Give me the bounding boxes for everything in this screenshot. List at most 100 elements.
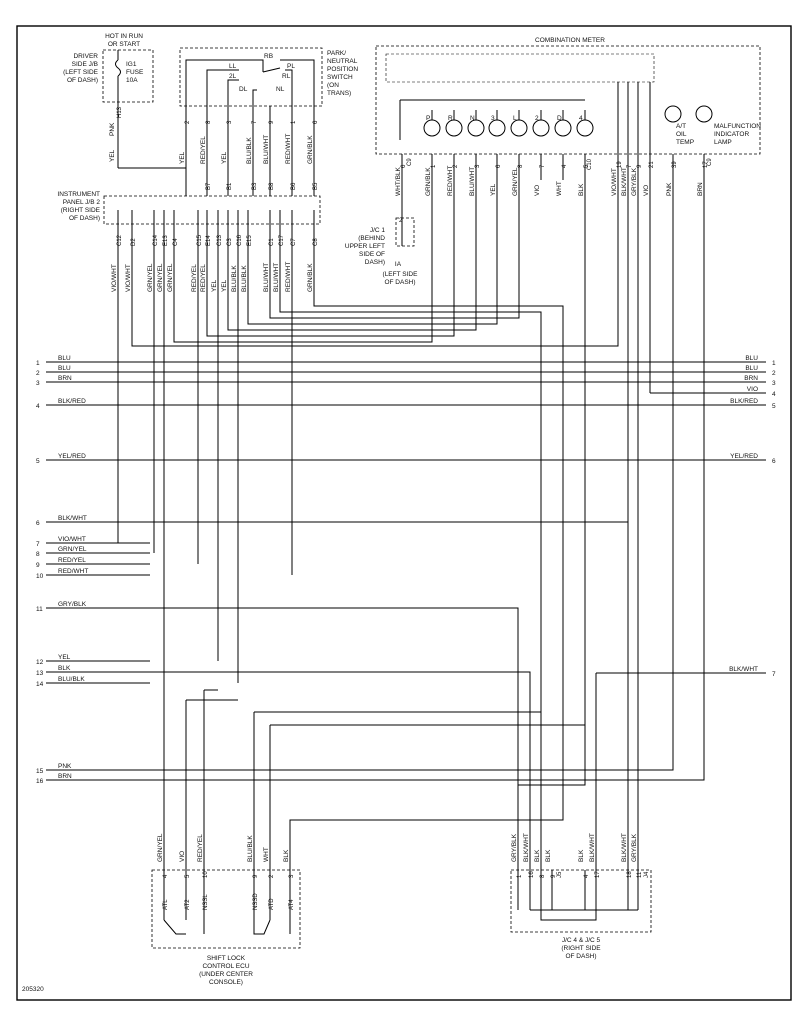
meter-pin: 6 (401, 164, 407, 168)
ecu-pin: 3 (289, 874, 295, 878)
jb2-bottom-pin: C14 (153, 234, 159, 246)
pnp-pin-3: 3 (227, 120, 233, 124)
meter-pin: 1 (431, 164, 437, 168)
jc45-pin: 11 (637, 871, 643, 878)
bus-left-wire: BLU (58, 365, 71, 372)
jb2-wire-label: BLU/BLK (231, 265, 238, 292)
bus-right-num: 1 (772, 360, 776, 367)
jb2-bottom-pin: E13 (163, 235, 169, 246)
jb2-bottom-pin: C1 (269, 238, 275, 246)
meter-wire-label: YEL (490, 183, 497, 196)
svg-text:LAMP: LAMP (714, 139, 732, 146)
svg-text:SWITCH: SWITCH (327, 74, 353, 81)
meter-wire-label: WHT (556, 181, 563, 196)
ecu-wire-label: VIO (179, 851, 186, 862)
jb2-top-pin: B5 (313, 182, 319, 190)
jb2-wire-label: GRN/YEL (157, 263, 164, 292)
ecu-pin: 2 (269, 874, 275, 878)
bus-left-wire: GRY/BLK (58, 601, 87, 608)
jb2-bottom-pin: D2 (131, 238, 137, 246)
pnp-wire-label: BLU/BLK (246, 137, 253, 164)
meter-conn-c9a: C9 (407, 158, 413, 166)
bus-left-num: 2 (36, 370, 40, 377)
jb2-wire-label: GRN/BLK (307, 263, 314, 292)
pnp-switch-pins: 2YEL8RED/YEL3YEL7BLU/BLK9BLU/WHT1RED/WHT… (179, 106, 319, 196)
svg-text:PL: PL (287, 63, 295, 70)
svg-text:(LEFT SIDE: (LEFT SIDE (383, 271, 419, 278)
pnp-switch-box (179, 47, 323, 107)
jb2-wire-label: RED/YEL (200, 264, 207, 292)
svg-text:(UNDER CENTER: (UNDER CENTER (199, 971, 253, 978)
bus-left-num: 3 (36, 380, 40, 387)
driver-jb-label-3: (LEFT SIDE (63, 69, 99, 76)
pnp-wire-label: RED/WHT (285, 134, 292, 164)
fuse-name: IG1 (126, 61, 137, 68)
jc45-conn-j4: J4 (644, 871, 650, 878)
indicator-lamp (445, 119, 463, 137)
jb2-wire-label: RED/YEL (191, 264, 198, 292)
svg-text:J/C 1: J/C 1 (370, 227, 386, 234)
ecu-terminal: AT4 (289, 899, 295, 910)
shift-lock-ecu-box (151, 869, 301, 949)
jb2-wire-label: YEL (211, 279, 218, 292)
jb2-bottom-pin: E14 (206, 235, 212, 246)
ecu-wire-label: RED/YEL (197, 834, 204, 862)
meter-wire-label: RED/WHT (447, 166, 454, 196)
ecu-pin: 5 (185, 874, 191, 878)
indicator-label: N (470, 115, 475, 122)
ecu-wire-label: GRN/YEL (157, 833, 164, 862)
bus-left-wire: GRN/YEL (58, 546, 87, 553)
meter-pin: 4 (562, 164, 568, 168)
indicator-label: D (557, 115, 562, 122)
svg-text:2L: 2L (229, 73, 237, 80)
jb2-top-pin: B8 (269, 182, 275, 190)
jb2-bottom-pin: C7 (291, 238, 297, 246)
jb2-bottom-pin: C4 (173, 238, 179, 246)
svg-text:OF DASH): OF DASH) (565, 953, 596, 960)
bus-right-wire: BLU (745, 355, 758, 362)
indicator-lamp (488, 119, 506, 137)
indicator-label: P (426, 115, 430, 122)
jc45-wire-label: BLK (578, 849, 585, 862)
fuse-rating: 10A (126, 77, 138, 84)
ecu-wire-label: BLU/BLK (247, 835, 254, 862)
jc45-pin: 8 (540, 874, 546, 878)
bus-left-wire: RED/WHT (58, 568, 88, 575)
svg-text:LL: LL (229, 63, 237, 70)
indicator-label: 4 (579, 115, 583, 122)
wire-trace (227, 180, 477, 331)
ecu-terminal: ATD (269, 898, 275, 910)
bus-left-wire: BLU/BLK (58, 676, 85, 683)
bus-right-num: 5 (772, 403, 776, 410)
fuse-symbol (115, 59, 121, 77)
jc45-pin: 16 (529, 871, 535, 878)
bus-left-wire: BRN (58, 773, 72, 780)
jb2-wire-label: YEL (221, 279, 228, 292)
ecu-wire-label: BLK (283, 849, 290, 862)
svg-text:OF DASH): OF DASH) (384, 279, 415, 286)
svg-text:OIL: OIL (676, 131, 687, 138)
meter-pin: 39 (672, 161, 678, 168)
meter-pin: 21 (649, 161, 655, 168)
pnp-wire-label: GRN/BLK (307, 135, 314, 164)
meter-pin: 7 (627, 164, 633, 168)
jc1-label: J/C 1 (BEHIND UPPER LEFT SIDE OF DASH) I… (345, 227, 418, 286)
bus-left-wire: BLK (58, 665, 71, 672)
driver-jb-label-1: DRIVER (73, 53, 98, 60)
jc45-wire-label: GRY/BLK (631, 833, 638, 862)
jc45-pin: 4 (584, 874, 590, 878)
bus-left-num: 8 (36, 551, 40, 558)
jb2-bottom-pin: E15 (247, 235, 253, 246)
jb2-wire-label: GRN/YEL (167, 263, 174, 292)
bus-right-wire: BLU (745, 365, 758, 372)
bus-right-wire: YEL/RED (730, 453, 758, 460)
driver-jb-label-2: SIDE J/B (72, 61, 98, 68)
jc45-box (510, 869, 652, 933)
meter-pin: 3 (475, 164, 481, 168)
bus-left-num: 11 (36, 606, 43, 613)
jc45-conn-j5: J5 (557, 871, 563, 878)
driver-jb-box: IG1 FUSE 10A (102, 49, 154, 103)
svg-text:TEMP: TEMP (676, 139, 694, 146)
svg-text:DASH): DASH) (365, 259, 385, 266)
meter-wire-label: WHT/BLK (395, 166, 402, 196)
